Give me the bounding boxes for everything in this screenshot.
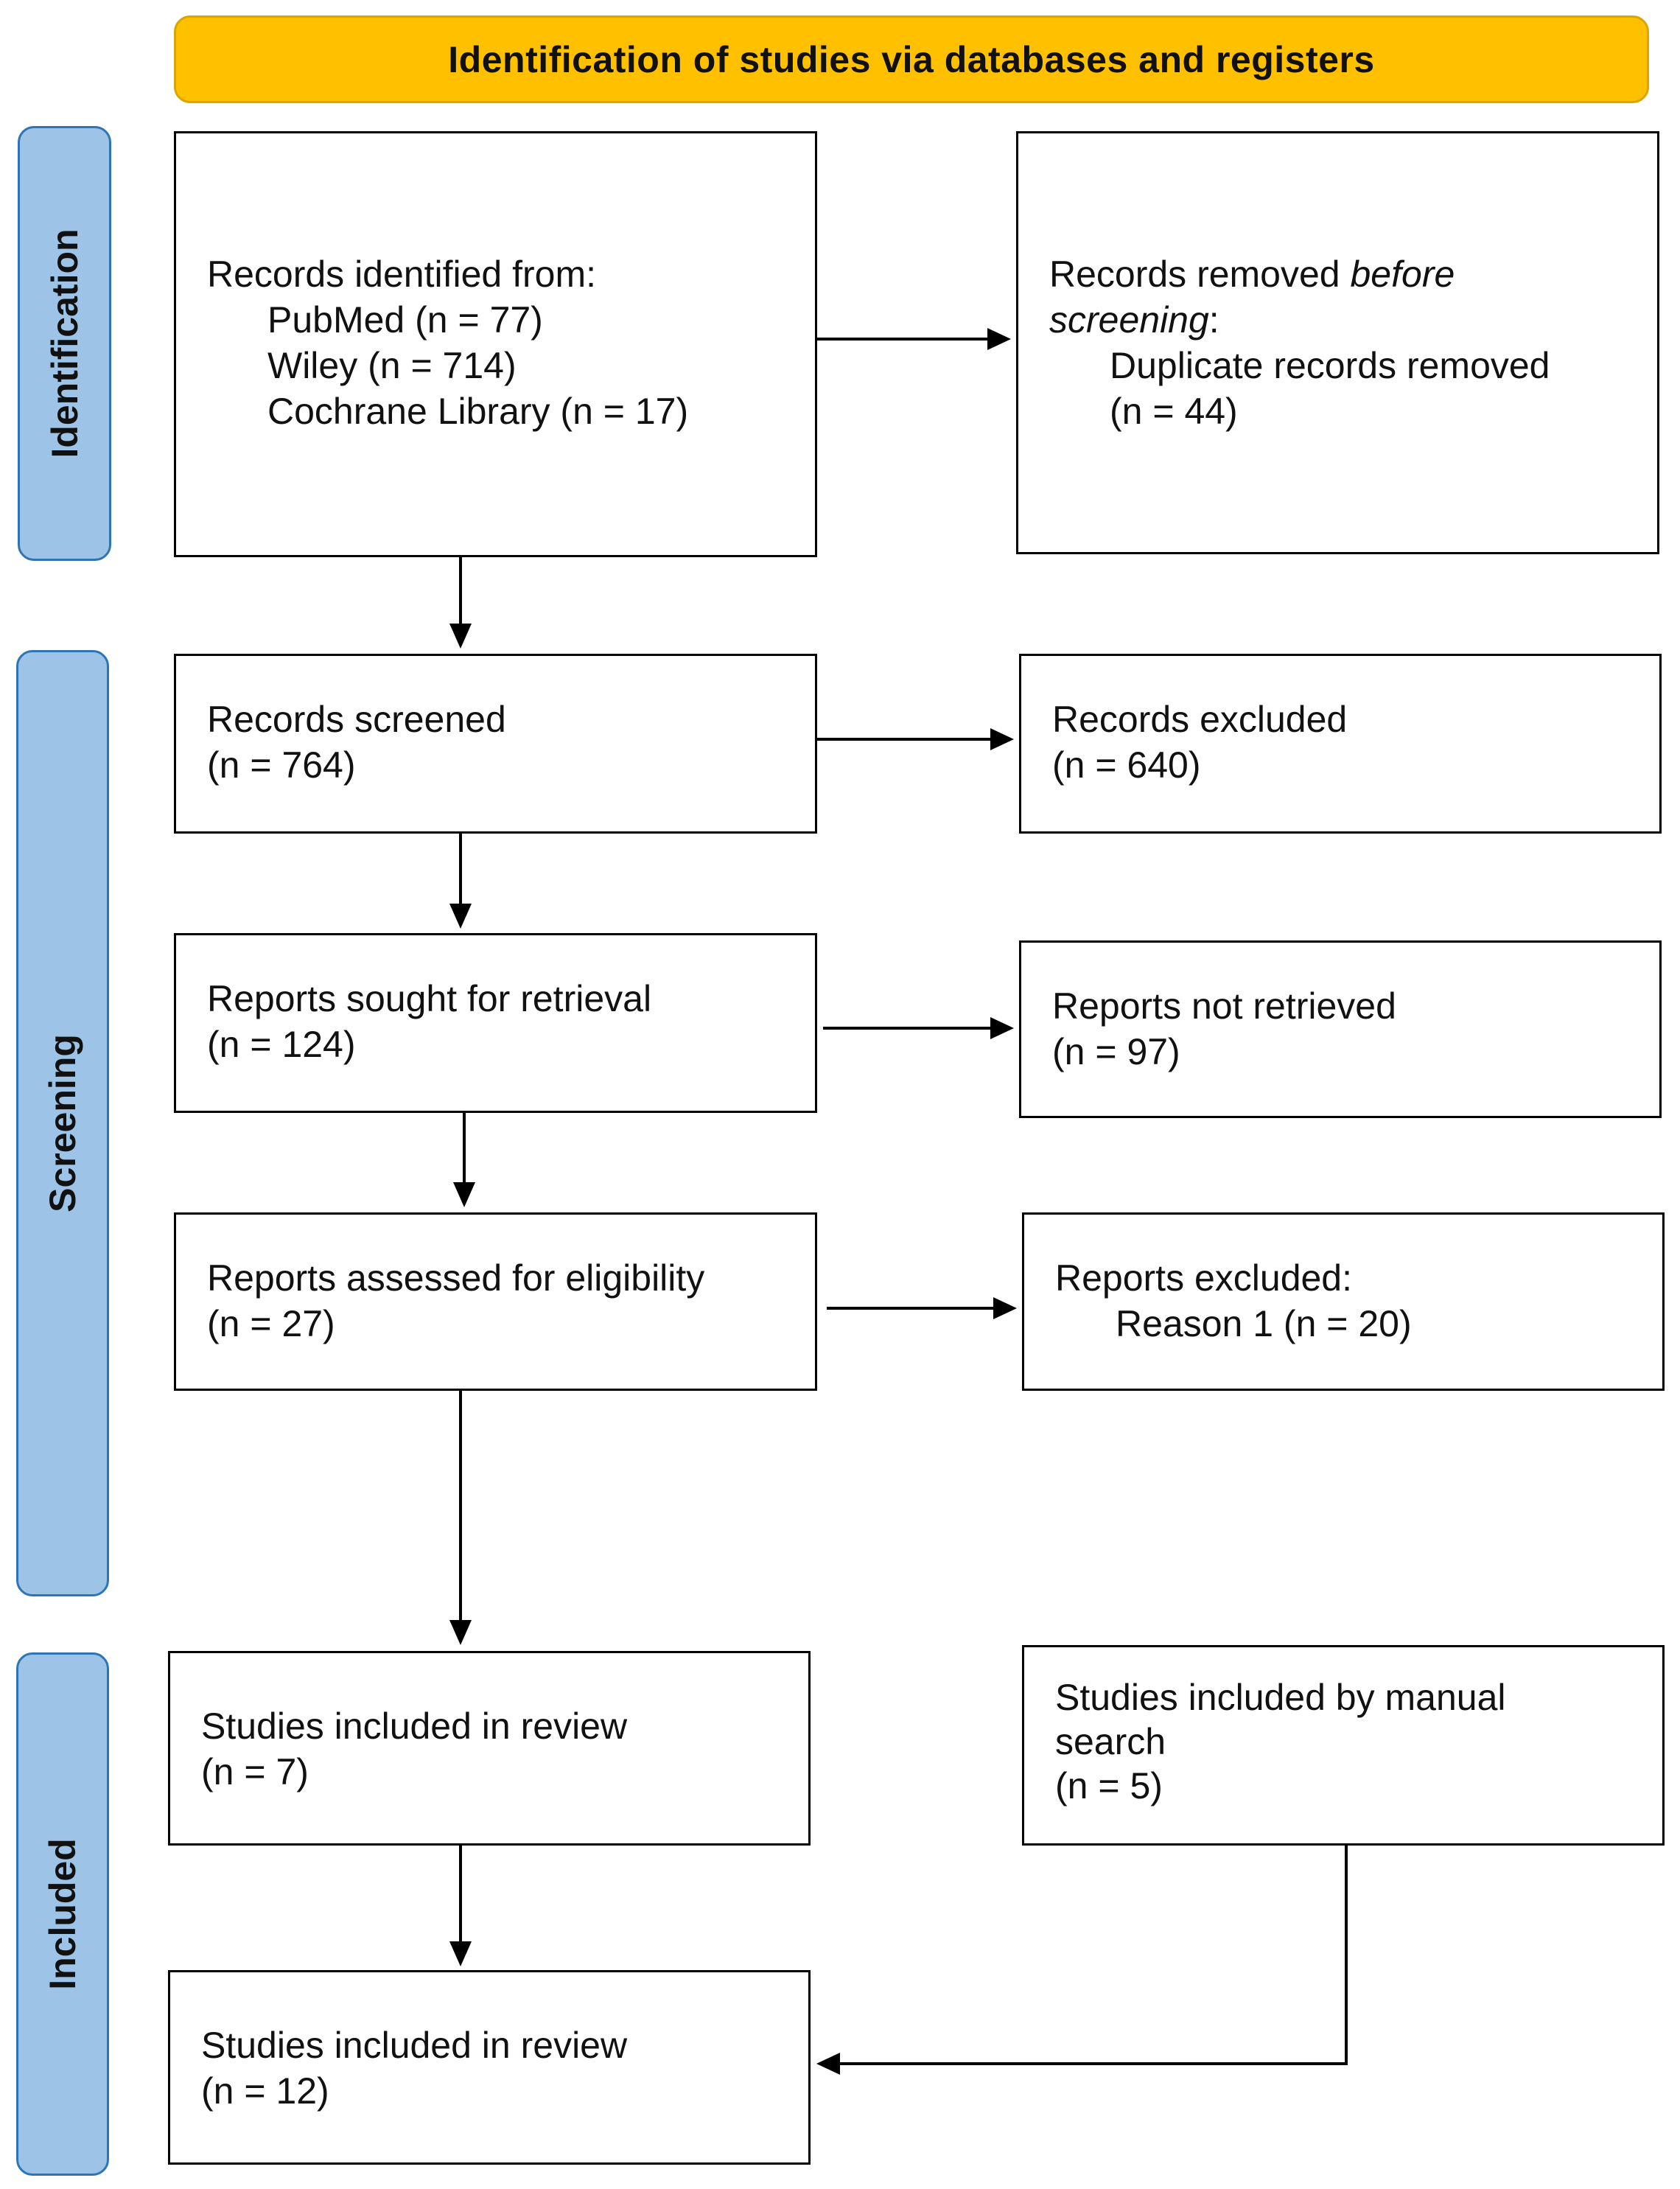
arrow-manual-to-total	[840, 1846, 1348, 2065]
studies-manual-label1: Studies included by manual	[1055, 1677, 1506, 1718]
records-removed-box: Records removed before screening: Duplic…	[1016, 131, 1659, 554]
phase-included-label: Included	[42, 1838, 83, 1990]
studies-manual-count: (n = 5)	[1055, 1765, 1163, 1806]
source-wiley: Wiley (n = 714)	[267, 345, 517, 386]
reports-excluded-reason: Reason 1 (n = 20)	[1116, 1303, 1412, 1344]
records-removed-prefix: Records removed	[1049, 254, 1351, 295]
header-title: Identification of studies via databases …	[448, 38, 1375, 80]
reports-not-retrieved-label: Reports not retrieved	[1052, 985, 1396, 1027]
records-excluded-count: (n = 640)	[1052, 744, 1201, 786]
records-removed-line1: Records removed before	[1049, 251, 1642, 297]
reports-assessed-label: Reports assessed for eligibility	[207, 1257, 705, 1299]
reports-sought-count: (n = 124)	[207, 1024, 356, 1065]
reports-excluded-label: Reports excluded:	[1055, 1257, 1353, 1299]
studies-manual-label2: search	[1055, 1721, 1166, 1762]
source-cochrane: Cochrane Library (n = 17)	[267, 391, 689, 432]
reports-sought-box: Reports sought for retrieval (n = 124)	[174, 933, 817, 1113]
phase-screening: Screening	[16, 650, 109, 1596]
header-banner: Identification of studies via databases …	[174, 15, 1649, 103]
studies-included-review-count: (n = 7)	[201, 1751, 309, 1792]
records-removed-detail: Duplicate records removed	[1110, 345, 1550, 386]
reports-sought-label: Reports sought for retrieval	[207, 978, 652, 1019]
records-removed-before: before	[1350, 254, 1455, 295]
records-identified-heading: Records identified from:	[207, 254, 597, 295]
records-removed-count: (n = 44)	[1110, 391, 1238, 432]
studies-included-review-label: Studies included in review	[201, 1706, 628, 1747]
studies-total-count: (n = 12)	[201, 2070, 329, 2112]
records-identified-box: Records identified from: PubMed (n = 77)…	[174, 131, 817, 557]
phase-screening-label: Screening	[42, 1034, 83, 1212]
records-excluded-label: Records excluded	[1052, 699, 1348, 740]
phase-identification: Identification	[18, 126, 111, 561]
records-screened-box: Records screened (n = 764)	[174, 654, 817, 834]
records-excluded-box: Records excluded (n = 640)	[1019, 654, 1662, 834]
studies-total-label: Studies included in review	[201, 2025, 628, 2066]
records-screened-count: (n = 764)	[207, 744, 356, 786]
reports-excluded-box: Reports excluded: Reason 1 (n = 20)	[1022, 1212, 1665, 1391]
records-removed-screening: screening	[1049, 299, 1209, 341]
records-screened-label: Records screened	[207, 699, 506, 740]
records-removed-colon: :	[1208, 299, 1219, 341]
reports-not-retrieved-count: (n = 97)	[1052, 1031, 1180, 1072]
reports-assessed-box: Reports assessed for eligibility (n = 27…	[174, 1212, 817, 1391]
records-removed-line2: screening:	[1049, 297, 1642, 343]
studies-included-review-box: Studies included in review (n = 7)	[168, 1651, 811, 1846]
phase-included: Included	[16, 1652, 109, 2176]
studies-manual-box: Studies included by manual search (n = 5…	[1022, 1645, 1665, 1846]
source-pubmed: PubMed (n = 77)	[267, 299, 543, 341]
studies-total-box: Studies included in review (n = 12)	[168, 1970, 811, 2165]
reports-not-retrieved-box: Reports not retrieved (n = 97)	[1019, 940, 1662, 1118]
phase-identification-label: Identification	[43, 228, 85, 458]
reports-assessed-count: (n = 27)	[207, 1303, 335, 1344]
